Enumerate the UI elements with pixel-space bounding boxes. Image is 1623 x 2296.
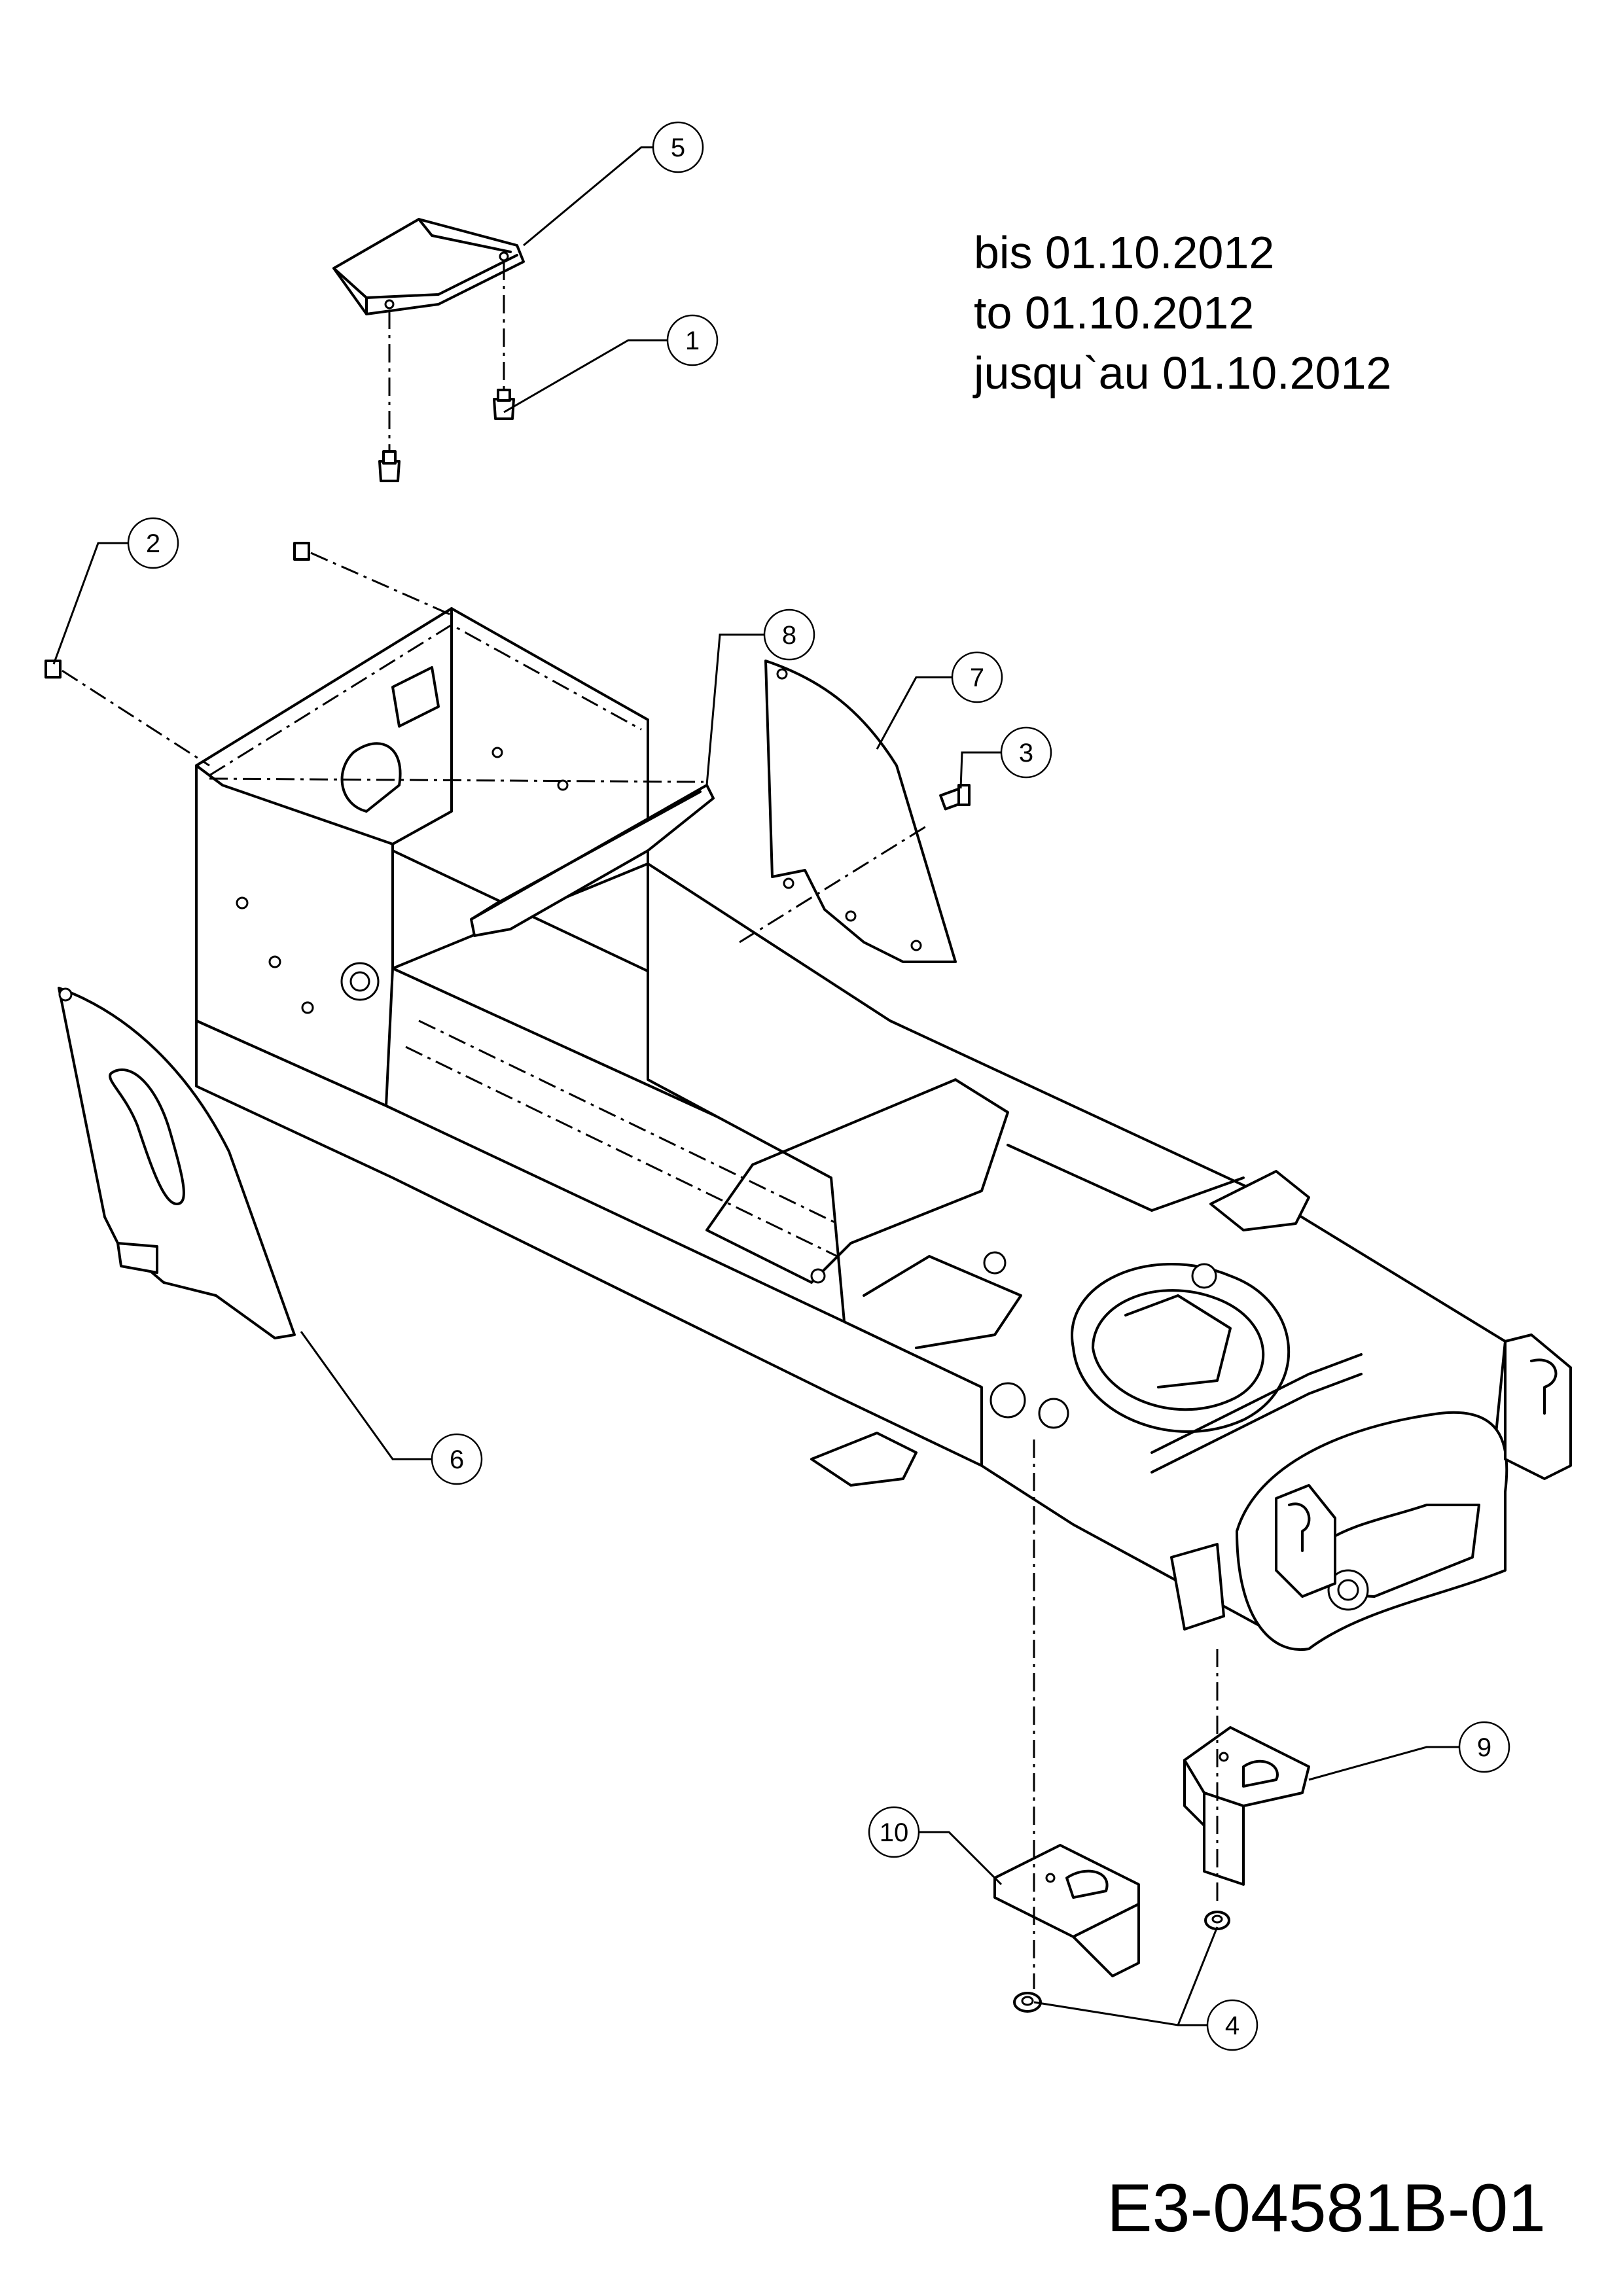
callout-4: 4 [1206,1999,1258,2051]
callout-6: 6 [431,1433,483,1485]
part-3-screw [939,784,971,811]
callout-2: 2 [127,517,179,569]
callout-3: 3 [1000,726,1052,779]
callout-7-label: 7 [970,663,984,692]
validity-note-french: jusqu`au 01.10.2012 [974,347,1392,398]
callout-9: 9 [1458,1721,1510,1773]
callout-8: 8 [763,609,815,661]
callout-7: 7 [951,651,1003,703]
document-number: E3-04581B-01 [1107,2170,1546,2246]
part-7-side-panel [739,660,957,963]
chassis-frame [195,607,1572,1651]
validity-note-german: bis 01.10.2012 [974,227,1275,278]
part-5-bracket [332,218,525,482]
part-10-bracket [993,1439,1140,1989]
validity-note-english: to 01.10.2012 [974,287,1255,338]
callout-3-label: 3 [1019,739,1033,768]
part-9-bracket [1183,1649,1310,1904]
callout-1: 1 [666,314,719,366]
callout-10-label: 10 [880,1818,909,1847]
callout-6-label: 6 [450,1445,464,1474]
callout-1-label: 1 [685,327,700,355]
callout-8-label: 8 [782,621,796,650]
callout-10: 10 [868,1806,920,1858]
callout-9-label: 9 [1477,1733,1491,1762]
validity-note: bis 01.10.2012 to 01.10.2012 jusqu`au 01… [974,222,1391,403]
leader-lines [52,146,1459,2026]
callout-2-label: 2 [146,529,160,558]
part-6-shield [58,987,296,1339]
callout-5: 5 [652,121,704,173]
callout-4-label: 4 [1225,2011,1240,2040]
callout-5-label: 5 [671,133,685,162]
